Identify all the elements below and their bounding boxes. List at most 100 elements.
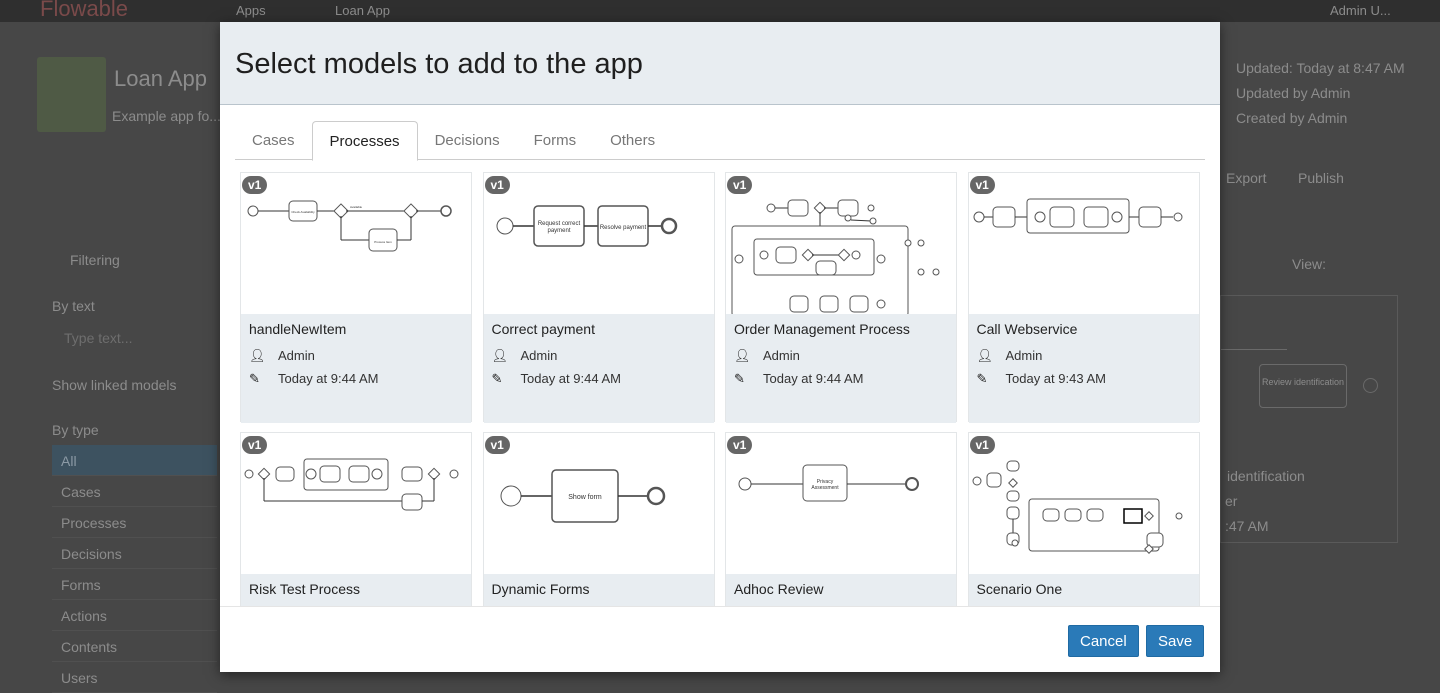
dialog-footer: Cancel Save xyxy=(220,606,1220,672)
type-decisions[interactable]: Decisions xyxy=(52,538,217,569)
diagram-end-event xyxy=(1363,378,1378,393)
model-type-tabs: Cases Processes Decisions Forms Others xyxy=(235,121,1205,161)
model-updated: Today at 9:44 AM xyxy=(520,371,621,386)
model-thumbnail[interactable]: v1 xyxy=(969,173,1199,314)
save-button[interactable]: Save xyxy=(1146,625,1205,657)
diagram-task: Review identification xyxy=(1259,364,1347,408)
diagram-flow xyxy=(1221,349,1287,350)
model-author: Admin xyxy=(1005,348,1043,363)
diagram-label: Available xyxy=(350,205,362,209)
type-actions[interactable]: Actions xyxy=(52,600,217,631)
model-name: Scenario One xyxy=(976,581,1063,597)
model-author: Admin xyxy=(278,348,315,363)
process-diagram: Show form xyxy=(500,469,665,523)
type-cases[interactable]: Cases xyxy=(52,476,217,507)
version-badge: v1 xyxy=(727,436,753,454)
user-icon: 👤︎ xyxy=(249,347,266,363)
tab-decisions[interactable]: Decisions xyxy=(434,132,500,149)
cancel-button[interactable]: Cancel xyxy=(1068,625,1139,657)
model-thumbnail[interactable]: v1 xyxy=(241,433,471,574)
diagram-label: Process Item xyxy=(374,240,392,244)
app-title: Loan App xyxy=(114,66,207,91)
tab-others[interactable]: Others xyxy=(610,132,656,149)
model-card[interactable]: v1 Order Management Process 👤︎Admin ✎Tod… xyxy=(725,172,957,423)
pencil-icon: ✎ xyxy=(491,370,503,386)
model-info: Adhoc Review 👤︎Admin ✎ xyxy=(726,574,956,606)
model-thumbnail[interactable]: v1 Show form xyxy=(484,433,714,574)
dialog-header: Select models to add to the app xyxy=(220,22,1220,105)
filter-text-input[interactable]: Type text... xyxy=(64,330,133,346)
view-label: View: xyxy=(1292,256,1326,272)
diagram-label: Request correct xyxy=(537,221,580,227)
model-thumbnail[interactable]: v1 xyxy=(726,173,956,314)
model-card[interactable]: v1 Scenario One 👤︎Admin ✎ xyxy=(967,432,1200,606)
publish-button[interactable]: Publish xyxy=(1298,170,1344,186)
user-icon: 👤︎ xyxy=(976,347,994,363)
bg-card-date: :47 AM xyxy=(1225,518,1269,534)
by-type-label: By type xyxy=(52,422,99,438)
type-all[interactable]: All xyxy=(52,445,217,476)
show-linked-models[interactable]: Show linked models xyxy=(52,377,177,393)
by-text-label: By text xyxy=(52,298,95,314)
model-info: handleNewItem 👤︎Admin ✎Today at 9:44 AM xyxy=(241,314,471,423)
process-diagram xyxy=(244,458,459,511)
nav-loan-app[interactable]: Loan App xyxy=(335,3,390,18)
type-forms[interactable]: Forms xyxy=(52,569,217,600)
meta-updated-by: Updated by Admin xyxy=(1236,85,1351,101)
model-name: Correct payment xyxy=(491,321,595,337)
logo: Flowable xyxy=(40,0,129,21)
user-icon: 👤︎ xyxy=(491,347,509,363)
version-badge: v1 xyxy=(242,176,268,194)
version-badge: v1 xyxy=(969,176,995,194)
model-name: Order Management Process xyxy=(734,321,910,337)
diagram-label: payment xyxy=(547,228,570,234)
model-updated: Today at 9:43 AM xyxy=(1005,371,1106,386)
nav-apps[interactable]: Apps xyxy=(236,3,266,18)
model-name: Call Webservice xyxy=(976,321,1078,337)
model-info: Order Management Process 👤︎Admin ✎Today … xyxy=(726,314,956,423)
type-contents[interactable]: Contents xyxy=(52,631,217,662)
process-diagram xyxy=(972,460,1182,554)
app-icon xyxy=(37,57,106,132)
tab-processes[interactable]: Processes xyxy=(311,121,418,161)
select-models-dialog: Select models to add to the app Cases Pr… xyxy=(220,22,1220,672)
model-info: Call Webservice 👤︎Admin ✎Today at 9:43 A… xyxy=(968,314,1199,423)
process-diagram xyxy=(731,199,940,314)
model-card[interactable]: v1 Risk Test Process 👤︎Admin ✎ xyxy=(240,432,472,606)
diagram-label: Resolve payment xyxy=(599,225,646,231)
version-badge: v1 xyxy=(484,436,510,454)
model-card[interactable]: v1 Call Webservice 👤︎Admin ✎Today at 9:4… xyxy=(967,172,1200,423)
bg-card-user: er xyxy=(1225,493,1238,509)
version-badge: v1 xyxy=(969,436,995,454)
diagram-label: Check Availability xyxy=(291,210,315,214)
model-author: Admin xyxy=(520,348,558,363)
tab-forms[interactable]: Forms xyxy=(533,132,577,149)
diagram-label: Privacy xyxy=(817,479,834,485)
tab-cases[interactable]: Cases xyxy=(252,132,295,149)
dialog-title: Select models to add to the app xyxy=(235,48,643,80)
diagram-label: Assessment xyxy=(811,485,839,491)
model-name: Dynamic Forms xyxy=(491,581,590,597)
version-badge: v1 xyxy=(242,436,268,454)
model-info: Risk Test Process 👤︎Admin ✎ xyxy=(241,574,471,606)
background-card: Review identification identification er … xyxy=(1220,295,1398,543)
model-thumbnail[interactable]: v1 xyxy=(969,433,1199,574)
export-button[interactable]: Export xyxy=(1226,170,1267,186)
user-menu[interactable]: Admin U... xyxy=(1330,3,1391,18)
version-badge: v1 xyxy=(484,176,510,194)
model-updated: Today at 9:44 AM xyxy=(278,371,379,386)
model-name: Risk Test Process xyxy=(249,581,360,597)
meta-created-by: Created by Admin xyxy=(1236,110,1348,126)
type-users[interactable]: Users xyxy=(52,662,217,693)
model-card[interactable]: v1 Show form Dynamic Forms 👤︎Admin ✎ xyxy=(482,432,715,606)
type-processes[interactable]: Processes xyxy=(52,507,217,538)
